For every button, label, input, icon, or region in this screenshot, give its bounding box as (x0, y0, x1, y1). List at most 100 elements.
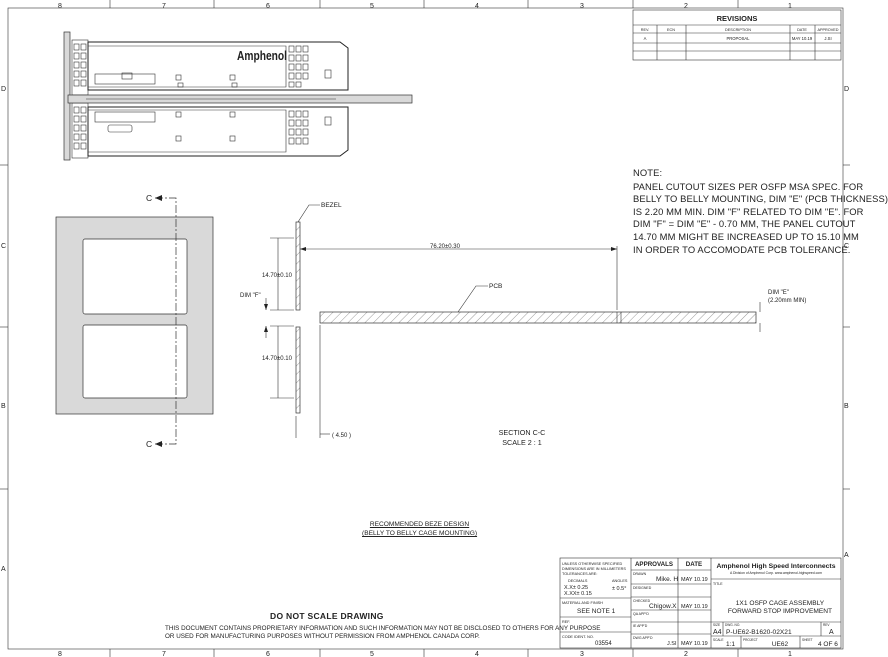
rev-value: A (829, 629, 834, 636)
proprietary-line-1: THIS DOCUMENT CONTAINS PROPRIETARY INFOR… (165, 625, 601, 632)
size-value: A4 (713, 629, 722, 636)
tol-xxx: X.XX± 0.15 (564, 591, 592, 597)
rev-label: REV (823, 623, 830, 627)
recommended-caption: RECOMMENDED BEZE DESIGN (BELLY TO BELLY … (362, 520, 477, 538)
tol-line-3: TOLERANCES ARE: (562, 572, 597, 576)
zone-col-8: 8 (58, 3, 62, 10)
zone-col-2: 2 (684, 3, 688, 10)
drawn-value: Mike. H (656, 576, 678, 583)
rev-cell-description: PROPOSAL (726, 36, 750, 41)
approvals-header: APPROVALS (635, 561, 673, 568)
dim-small: ( 4.50 ) (332, 433, 351, 439)
zone-col-7: 7 (162, 3, 166, 10)
drawing-sheet: 8 7 6 5 4 3 2 1 8 7 6 5 4 3 2 1 D C B A … (0, 0, 850, 657)
zone-col-3: 3 (580, 3, 584, 10)
tol-xx: X.X± 0.25 (564, 585, 588, 591)
annotation-layer: UNLESS OTHERWISE SPECIFIED DIMENSIONS AR… (562, 561, 838, 648)
checked-date: MAY 10.19 (681, 604, 708, 610)
dim-e-min: (2.20mm MIN) (768, 298, 806, 304)
panel-cutout-note: NOTE: PANEL CUTOUT SIZES PER OSFP MSA SP… (633, 167, 888, 256)
section-scale: SCALE 2 : 1 (502, 437, 542, 447)
rev-header-ecn: ECN (667, 28, 675, 32)
section-marker-top: C (146, 193, 152, 203)
material-label: MATERIAL AND FINISH (562, 601, 603, 605)
sheet-border (7, 7, 844, 650)
zone-col-1: 1 (788, 3, 792, 10)
zone-col-7-b: 7 (162, 651, 166, 657)
designed-label: DESIGNED (633, 586, 652, 590)
zone-col-4: 4 (475, 3, 479, 10)
zone-row-b-r: B (844, 403, 849, 410)
scale-value: 1:1 (726, 641, 735, 648)
bezel-front-view: C C (55, 193, 214, 449)
drawn-label: DRAWN (633, 572, 647, 576)
note-line: IS 2.20 mm MIN. DIM "F" RELATED TO DIM "… (633, 205, 864, 217)
dwg-appd-value: J.SI (667, 641, 677, 647)
zone-row-c-r: C (844, 243, 849, 250)
zone-row-d: D (1, 86, 6, 93)
title-line-2: FORWARD STOP IMPROVEMENT (728, 608, 832, 615)
zone-row-d-r: D (844, 86, 849, 93)
dim-length: 76.20±0.30 (430, 244, 461, 250)
zone-col-4-b: 4 (475, 651, 479, 657)
do-not-scale: DO NOT SCALE DRAWING (270, 611, 384, 621)
zone-row-a-r: A (844, 552, 849, 559)
note-line: 14.70 mm MIGHT BE INCREASED UP TO 15.10 … (633, 230, 859, 242)
tol-angles: ANGLES (612, 579, 628, 583)
sheet-label: SHEET (802, 638, 813, 642)
project-value: UE62 (772, 641, 789, 648)
qa-label: QA APP'D (633, 612, 649, 616)
pcb-label: PCB (489, 283, 502, 290)
title-label: TITLE (713, 582, 723, 586)
bezel-label: BEZEL (321, 202, 342, 209)
border-ticks (0, 0, 850, 657)
date-header: DATE (686, 561, 702, 568)
zone-row-b: B (1, 403, 6, 410)
revisions-table: REVISIONS REV. ECN DESCRIPTION DATE APPR… (632, 9, 842, 61)
zone-col-8-b: 8 (58, 651, 62, 657)
sheet-value: 4 OF 6 (818, 641, 838, 648)
section-cc: BEZEL PCB 76.20±0.30 14.70±0.10 14.70±0.… (240, 202, 806, 439)
see-note: SEE NOTE 1 (577, 608, 616, 615)
project-label: PROJECT (743, 638, 758, 642)
zone-row-a: A (1, 566, 6, 573)
note-line: IN ORDER TO ACCOMODATE PCB TOLERANCE. (633, 243, 851, 255)
revisions-title: REVISIONS (717, 14, 758, 23)
recommended-line-1: RECOMMENDED BEZE DESIGN (369, 521, 470, 528)
amphenol-logo: Amphenol (237, 49, 287, 63)
rev-header-approved: APPROVED (817, 28, 838, 32)
section-title: SECTION C-C (498, 428, 546, 437)
company-name: Amphenol High Speed Interconnects (717, 563, 836, 570)
zone-col-5-b: 5 (370, 651, 374, 657)
tol-decimals: DECIMALS (568, 579, 588, 583)
section-caption: SECTION C-C SCALE 2 : 1 (492, 428, 552, 447)
dim-f: DIM "F" (240, 293, 261, 299)
rev-cell-date: MAY 10.19 (792, 36, 813, 41)
dim-e-label: DIM "E" (768, 290, 789, 296)
zone-col-6-b: 6 (266, 651, 270, 657)
cage-assembly-view: Amphenol (63, 31, 413, 161)
checked-label: CHECKED (633, 599, 651, 603)
note-heading: NOTE: (633, 167, 663, 178)
tol-angle-value: ± 0.5° (612, 586, 626, 592)
cage-code-label: CODE IDENT. NO. (562, 635, 594, 639)
company-sub: A Division of Amphenol Corp. www.ampheno… (730, 571, 822, 575)
size-label: SIZE (713, 623, 720, 627)
note-line: PANEL CUTOUT SIZES PER OSFP MSA SPEC. FO… (633, 180, 864, 192)
rev-header-description: DESCRIPTION (725, 28, 751, 32)
title-line-1: 1X1 OSFP CAGE ASSEMBLY (736, 600, 825, 607)
recommended-line-2: (BELLY TO BELLY CAGE MOUNTING) (362, 530, 478, 537)
rev-cell-rev: A (644, 36, 647, 41)
rev-header-date: DATE (797, 28, 807, 32)
rev-cell-approved: J.SI (824, 36, 831, 41)
tol-line-1: UNLESS OTHERWISE SPECIFIED (562, 562, 623, 566)
dim-upper: 14.70±0.10 (262, 273, 293, 279)
scale-label: SCALE (713, 638, 723, 642)
tol-line-2: DIMENSIONS ARE IN MILLIMETERS (562, 567, 626, 571)
proprietary-notice: THIS DOCUMENT CONTAINS PROPRIETARY INFOR… (165, 625, 600, 640)
zone-col-5: 5 (370, 3, 374, 10)
zone-row-c: C (1, 243, 6, 250)
zone-col-1-b: 1 (788, 651, 792, 657)
zone-col-2-b: 2 (684, 651, 688, 657)
dwg-appd-date: MAY 10.19 (681, 641, 708, 647)
